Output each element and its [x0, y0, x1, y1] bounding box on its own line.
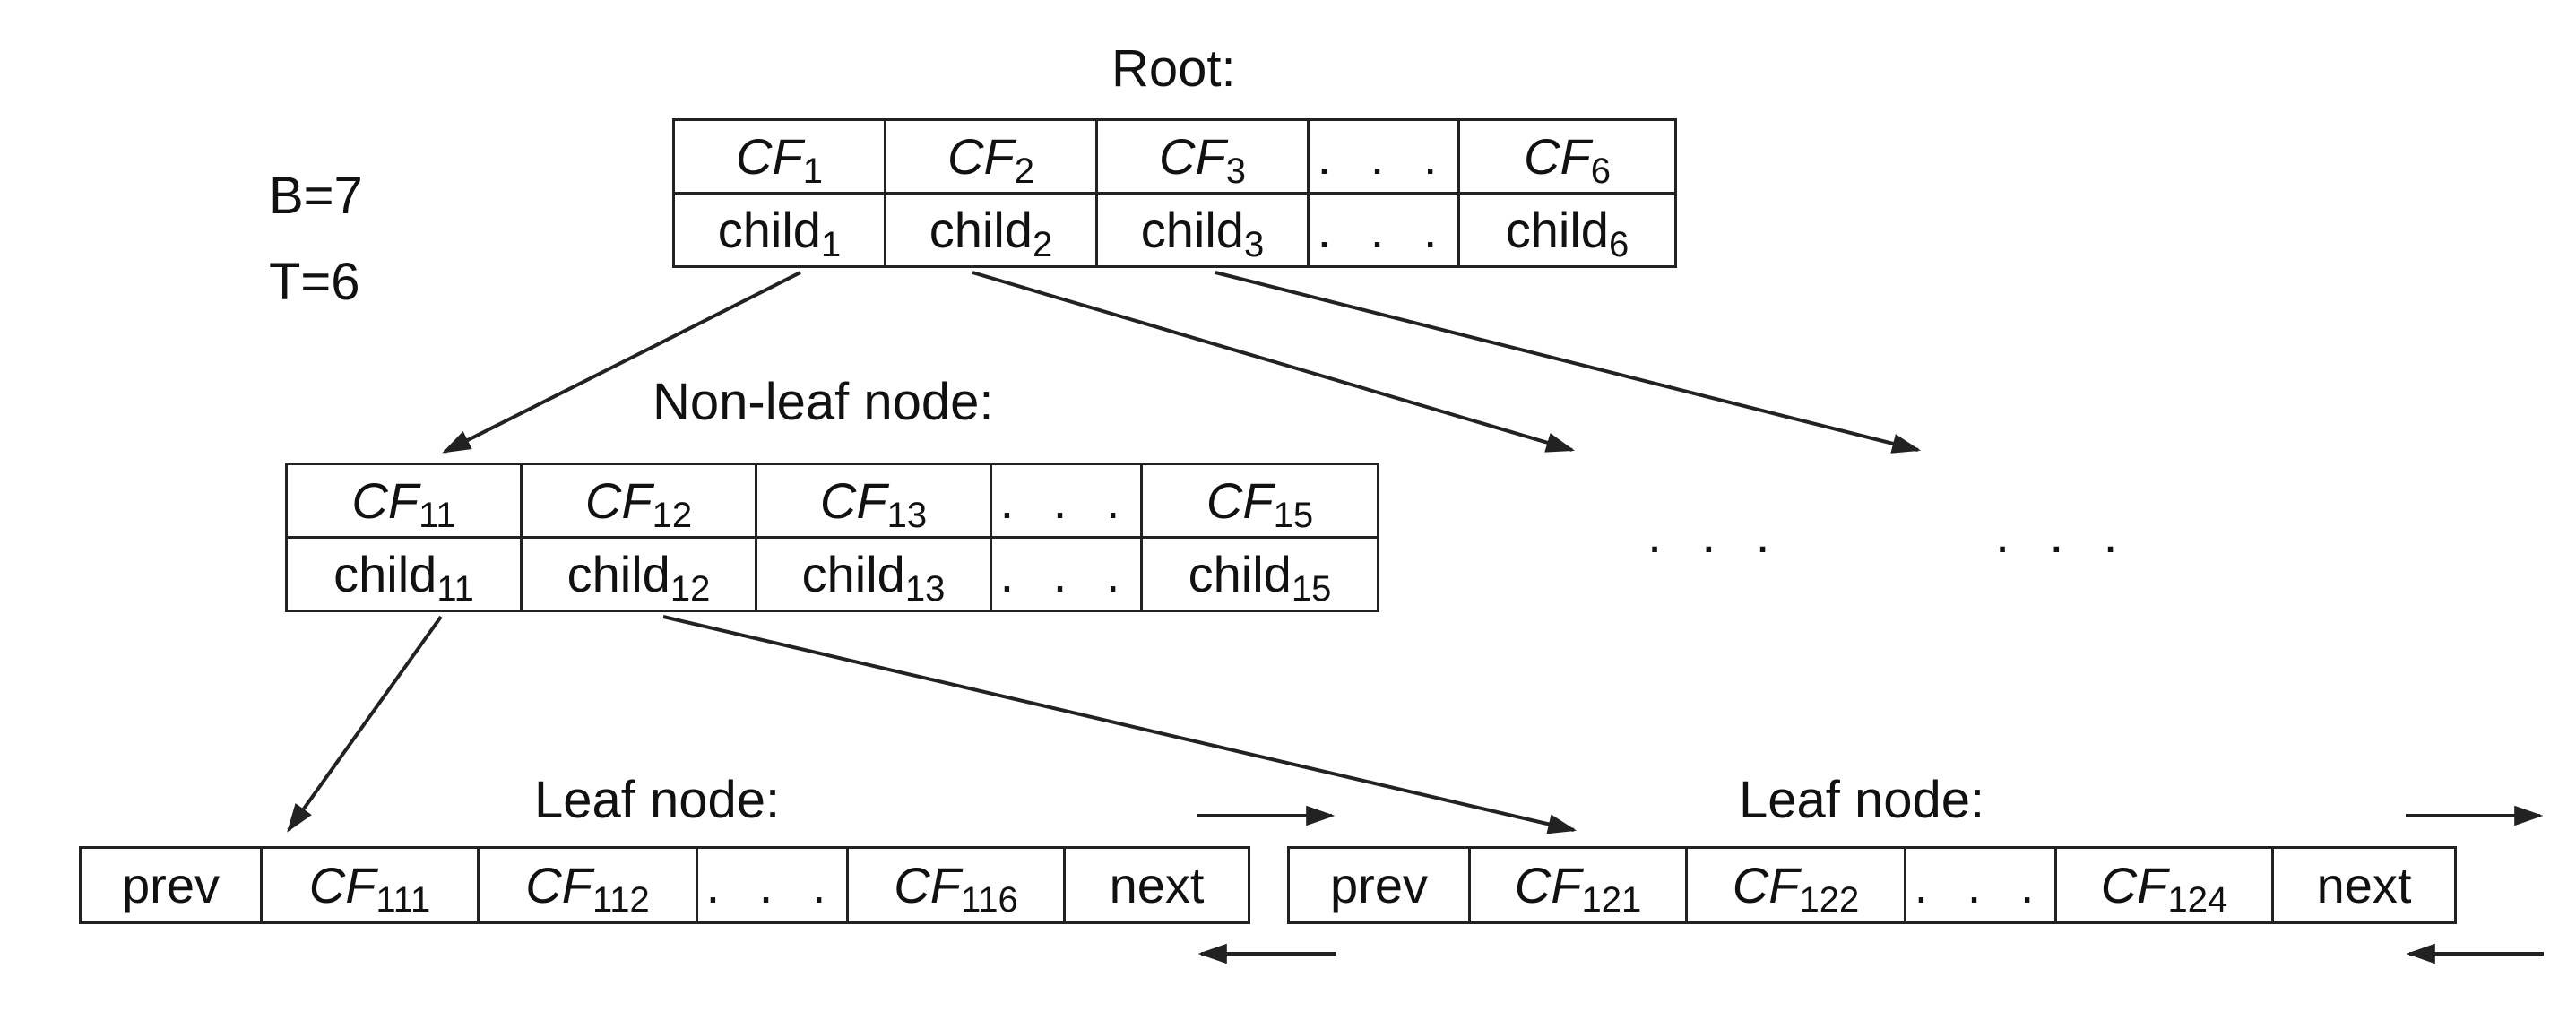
nonleaf-cf-cell: CF13: [755, 463, 992, 539]
leaf-cf-cell: CF111: [260, 846, 480, 924]
root-cf-row: CF1 CF2 CF3 . . . CF6: [672, 118, 1677, 195]
root-cf-cell: CF3: [1095, 118, 1310, 195]
leaf-prev-pointer: prev: [79, 846, 263, 924]
leaf-node: prev CF111 CF112 . . . CF116 next: [79, 846, 1250, 924]
leaf-cf-cell: CF122: [1685, 846, 1906, 924]
nonleaf-cf-cell: CF11: [285, 463, 523, 539]
sibling-ellipsis: . . .: [1995, 506, 2131, 564]
nonleaf-node: CF11 CF12 CF13 . . . CF15 child11 child1…: [285, 463, 1379, 612]
nonleaf-cf-cell: CF15: [1140, 463, 1379, 539]
root-cf-ellipsis: . . .: [1307, 118, 1460, 195]
arrow-root-to-nonleaf: [442, 271, 801, 454]
root-cf-cell: CF6: [1457, 118, 1677, 195]
leaf-cf-cell: CF121: [1468, 846, 1688, 924]
sibling-ellipsis: . . .: [1647, 506, 1783, 564]
b-param-label: B=7: [269, 167, 363, 225]
root-child-cell: child6: [1457, 192, 1677, 268]
arrow-nonleaf-to-leaf1: [287, 615, 443, 833]
nonleaf-title: Non-leaf node:: [653, 373, 994, 431]
leaf-title: Leaf node:: [1739, 771, 1985, 829]
root-title: Root:: [1111, 39, 1236, 98]
arrow-nonleaf-to-leaf2: [662, 615, 1578, 834]
leaf-next-pointer: next: [1063, 846, 1250, 924]
leaf-title: Leaf node:: [534, 771, 781, 829]
nonleaf-child-cell: child12: [520, 536, 757, 612]
leaf-row: prev CF121 CF122 . . . CF124 next: [1287, 846, 2457, 924]
nonleaf-child-cell: child15: [1140, 536, 1379, 612]
nonleaf-child-row: child11 child12 child13 . . . child15: [285, 536, 1379, 612]
leaf-node: prev CF121 CF122 . . . CF124 next: [1287, 846, 2457, 924]
leaf-next-pointer: next: [2271, 846, 2457, 924]
nonleaf-cf-row: CF11 CF12 CF13 . . . CF15: [285, 463, 1379, 539]
nonleaf-child-ellipsis: . . .: [990, 536, 1143, 612]
nonleaf-cf-ellipsis: . . .: [990, 463, 1143, 539]
root-child-cell: child3: [1095, 192, 1310, 268]
root-cf-cell: CF1: [672, 118, 886, 195]
leaf-prev-pointer: prev: [1287, 846, 1471, 924]
root-child-row: child1 child2 child3 . . . child6: [672, 192, 1677, 268]
root-child-cell: child2: [884, 192, 1098, 268]
nonleaf-child-cell: child13: [755, 536, 992, 612]
leaf-cf-cell: CF124: [2054, 846, 2274, 924]
leaf-ellipsis: . . .: [696, 846, 849, 924]
leaf-ellipsis: . . .: [1904, 846, 2057, 924]
arrow-root-child3: [1215, 271, 1922, 454]
leaf-cf-cell: CF112: [477, 846, 698, 924]
leaf-cf-cell: CF116: [846, 846, 1066, 924]
nonleaf-cf-cell: CF12: [520, 463, 757, 539]
nonleaf-child-cell: child11: [285, 536, 523, 612]
arrow-root-child2: [972, 271, 1576, 453]
root-child-cell: child1: [672, 192, 886, 268]
root-child-ellipsis: . . .: [1307, 192, 1460, 268]
t-param-label: T=6: [269, 253, 360, 311]
leaf-row: prev CF111 CF112 . . . CF116 next: [79, 846, 1250, 924]
root-node: CF1 CF2 CF3 . . . CF6 child1 child2 chil…: [672, 118, 1677, 268]
root-cf-cell: CF2: [884, 118, 1098, 195]
